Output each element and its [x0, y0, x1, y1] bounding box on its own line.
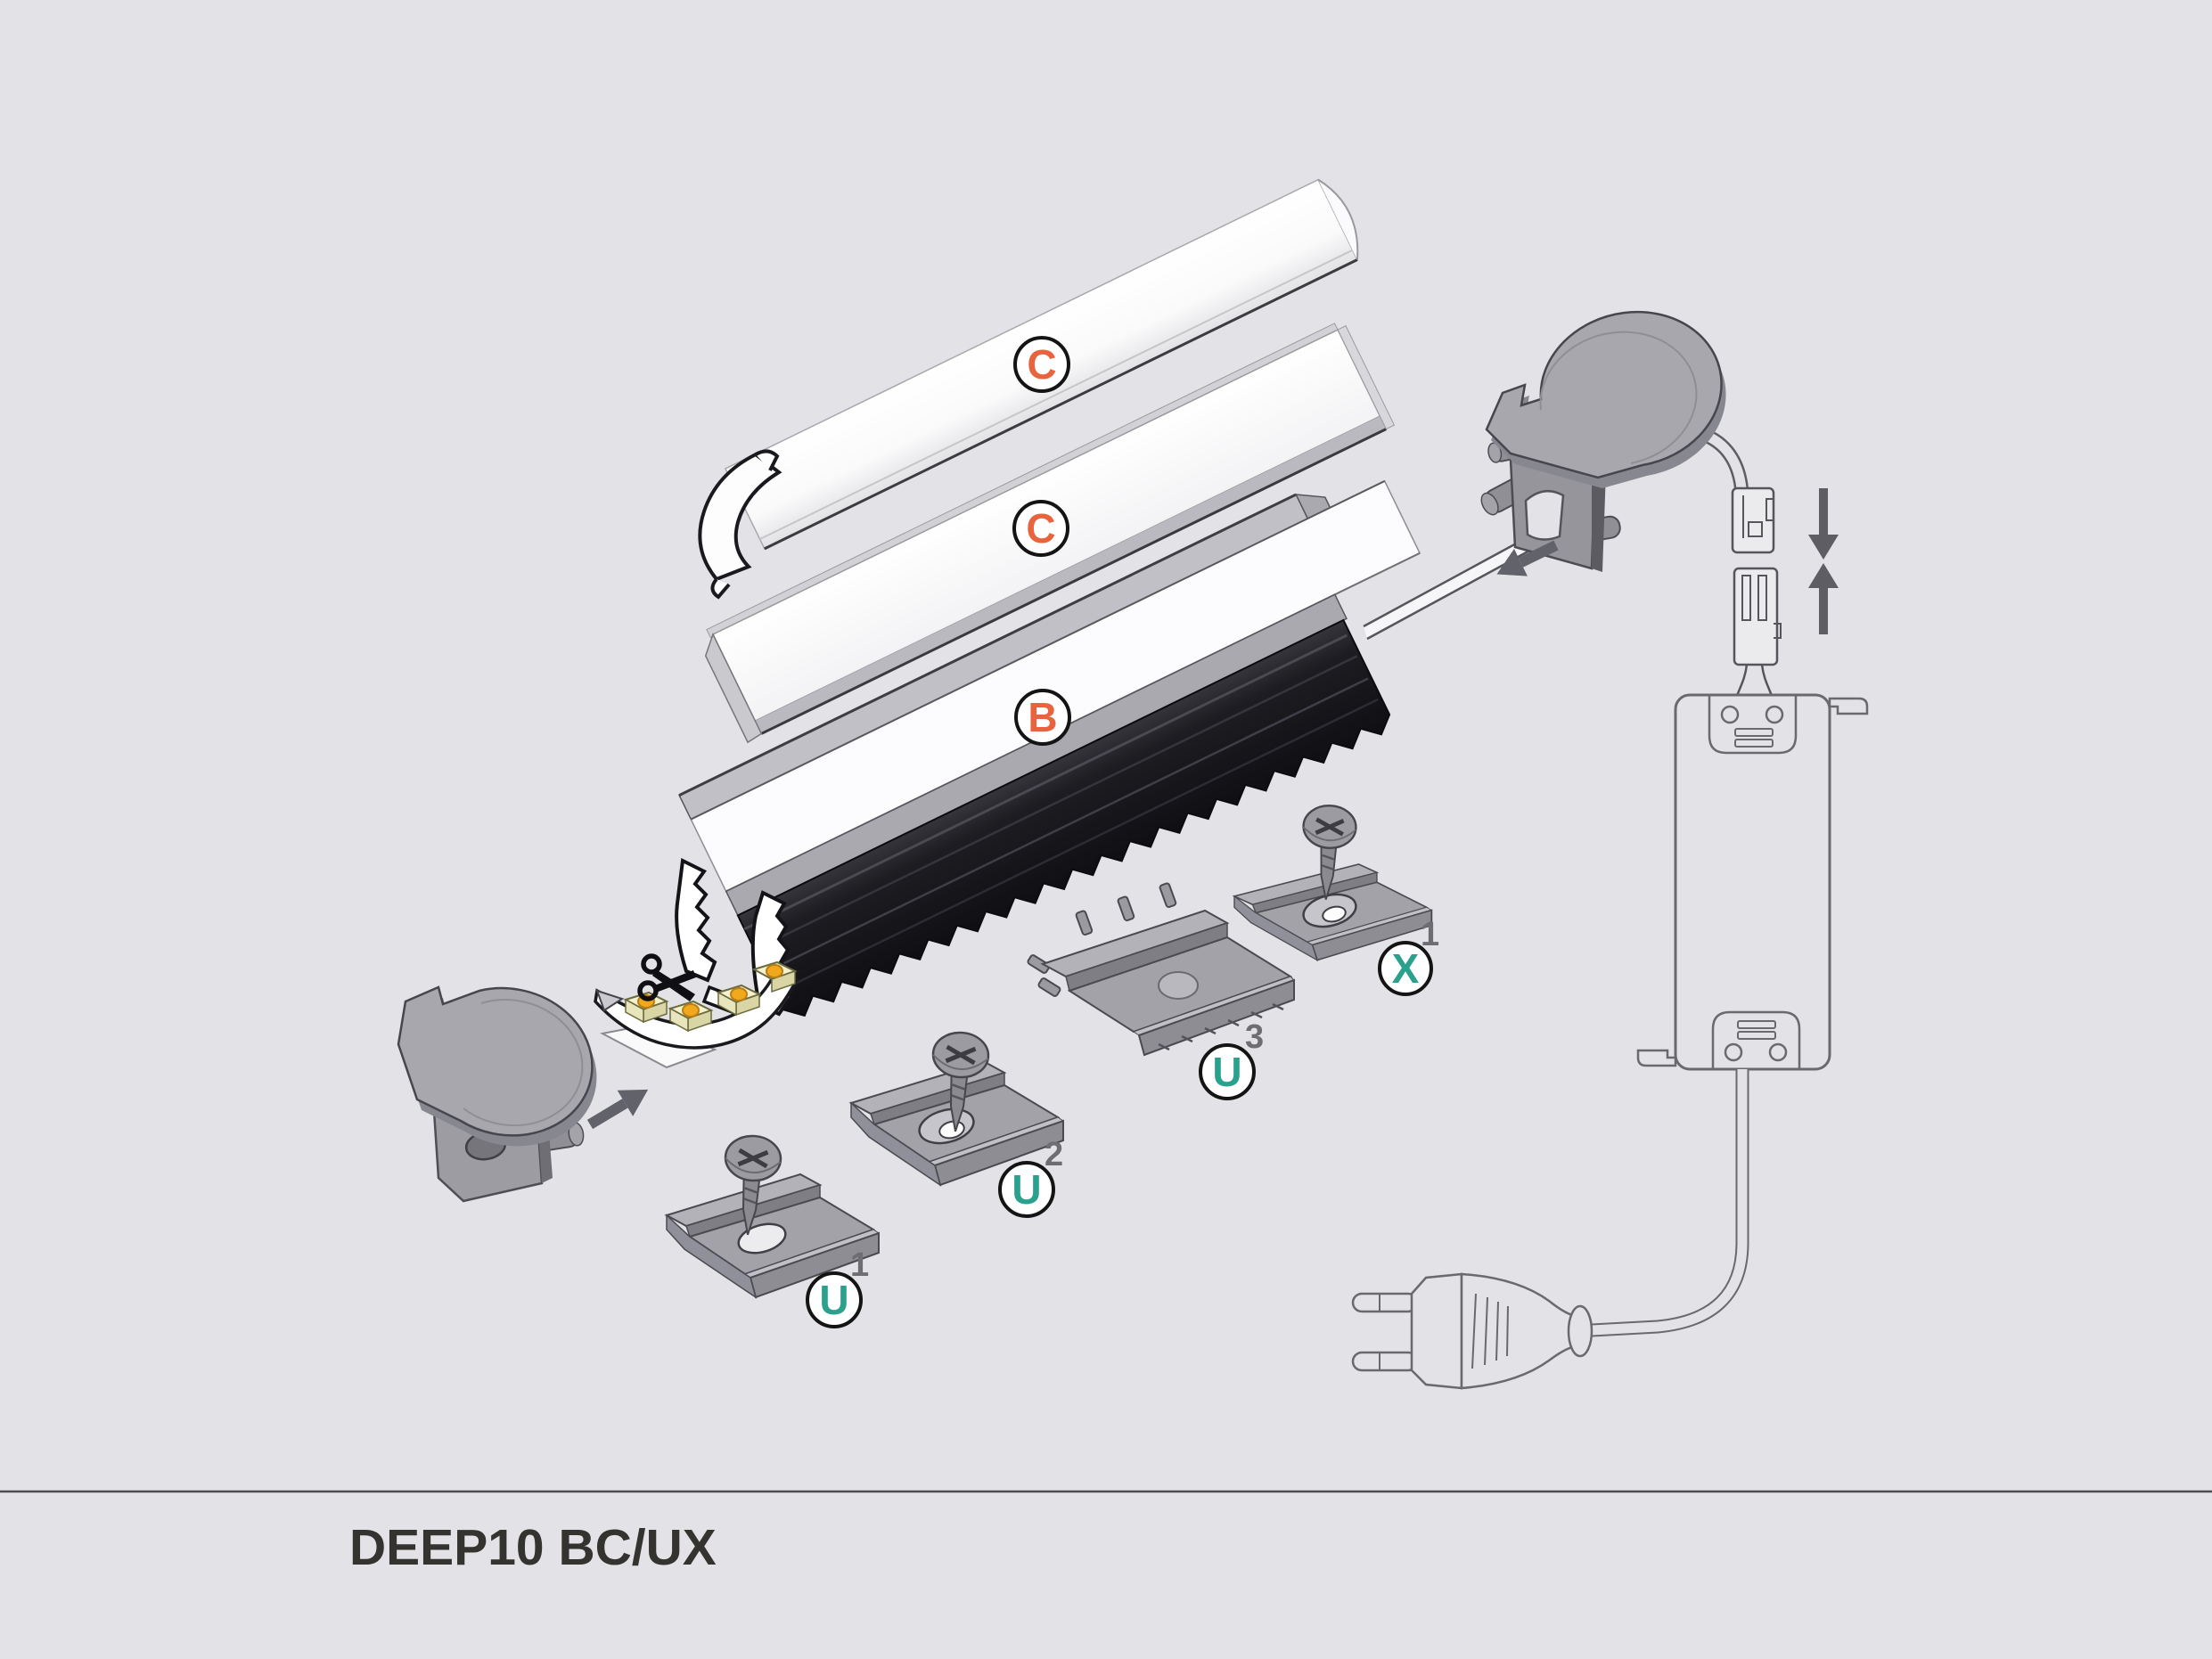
callout-clip-u3: U 3 [1199, 1018, 1264, 1100]
led-strip [594, 960, 799, 1069]
callout-superscript: 1 [1421, 916, 1439, 953]
mounting-clip-u3 [1027, 882, 1295, 1057]
power-plug [1351, 1272, 1593, 1390]
callout-cover-flat: C [1012, 500, 1069, 557]
driver-terminal-top [1708, 696, 1798, 755]
driver-terminal-bottom [1711, 1010, 1801, 1068]
end-cap-wire-slot [1524, 489, 1565, 541]
mounting-clip-x1 [1233, 805, 1433, 961]
callout-clip-x1: X 1 [1378, 916, 1439, 996]
callout-superscript: 2 [1045, 1136, 1063, 1173]
scissors-icon [637, 953, 696, 1001]
mounting-clip-u2 [850, 1031, 1064, 1186]
profile-cut-face-near [675, 857, 717, 983]
strip-connector [1731, 486, 1782, 697]
led-chip [716, 984, 762, 1017]
callout-letter: U [1212, 1049, 1241, 1095]
led-driver-unit [1636, 693, 1869, 1071]
callout-letter: U [1012, 1166, 1041, 1213]
arrow-left-icon [1496, 540, 1559, 576]
end-cap-face [1485, 310, 1723, 479]
end-cap-right [1480, 310, 1726, 572]
cover-round-end-profile [698, 452, 782, 582]
driver-mount-flange [1828, 697, 1869, 715]
end-cap-face [397, 985, 594, 1137]
led-chip [751, 960, 798, 993]
callout-letter: U [819, 1277, 848, 1323]
arrow-down-icon [1808, 488, 1839, 560]
callout-clip-u2: U 2 [998, 1136, 1063, 1218]
driver-mount-flange [1636, 1049, 1677, 1067]
arrow-up-icon [1808, 563, 1839, 634]
end-cap-left [397, 985, 597, 1203]
led-strip-solder-tip [595, 989, 625, 1012]
mains-cable [1591, 1069, 1749, 1337]
callout-cover-round: C [1013, 336, 1070, 393]
led-chip [668, 1000, 714, 1033]
arrow-right-icon [586, 1089, 649, 1130]
callout-profile: B [1014, 689, 1071, 746]
profile-aluminium-body [594, 479, 1421, 1069]
callout-clip-u1: U 1 [806, 1246, 869, 1328]
callout-superscript: 1 [850, 1246, 869, 1284]
mounting-clip-u1 [666, 1134, 880, 1298]
callout-superscript: 3 [1245, 1018, 1264, 1056]
product-title: DEEP10 BC/UX [349, 1519, 717, 1576]
callout-letter: C [1026, 505, 1055, 552]
callout-letter: B [1028, 694, 1057, 740]
callout-letter: X [1392, 945, 1420, 992]
callout-letter: C [1027, 341, 1056, 388]
